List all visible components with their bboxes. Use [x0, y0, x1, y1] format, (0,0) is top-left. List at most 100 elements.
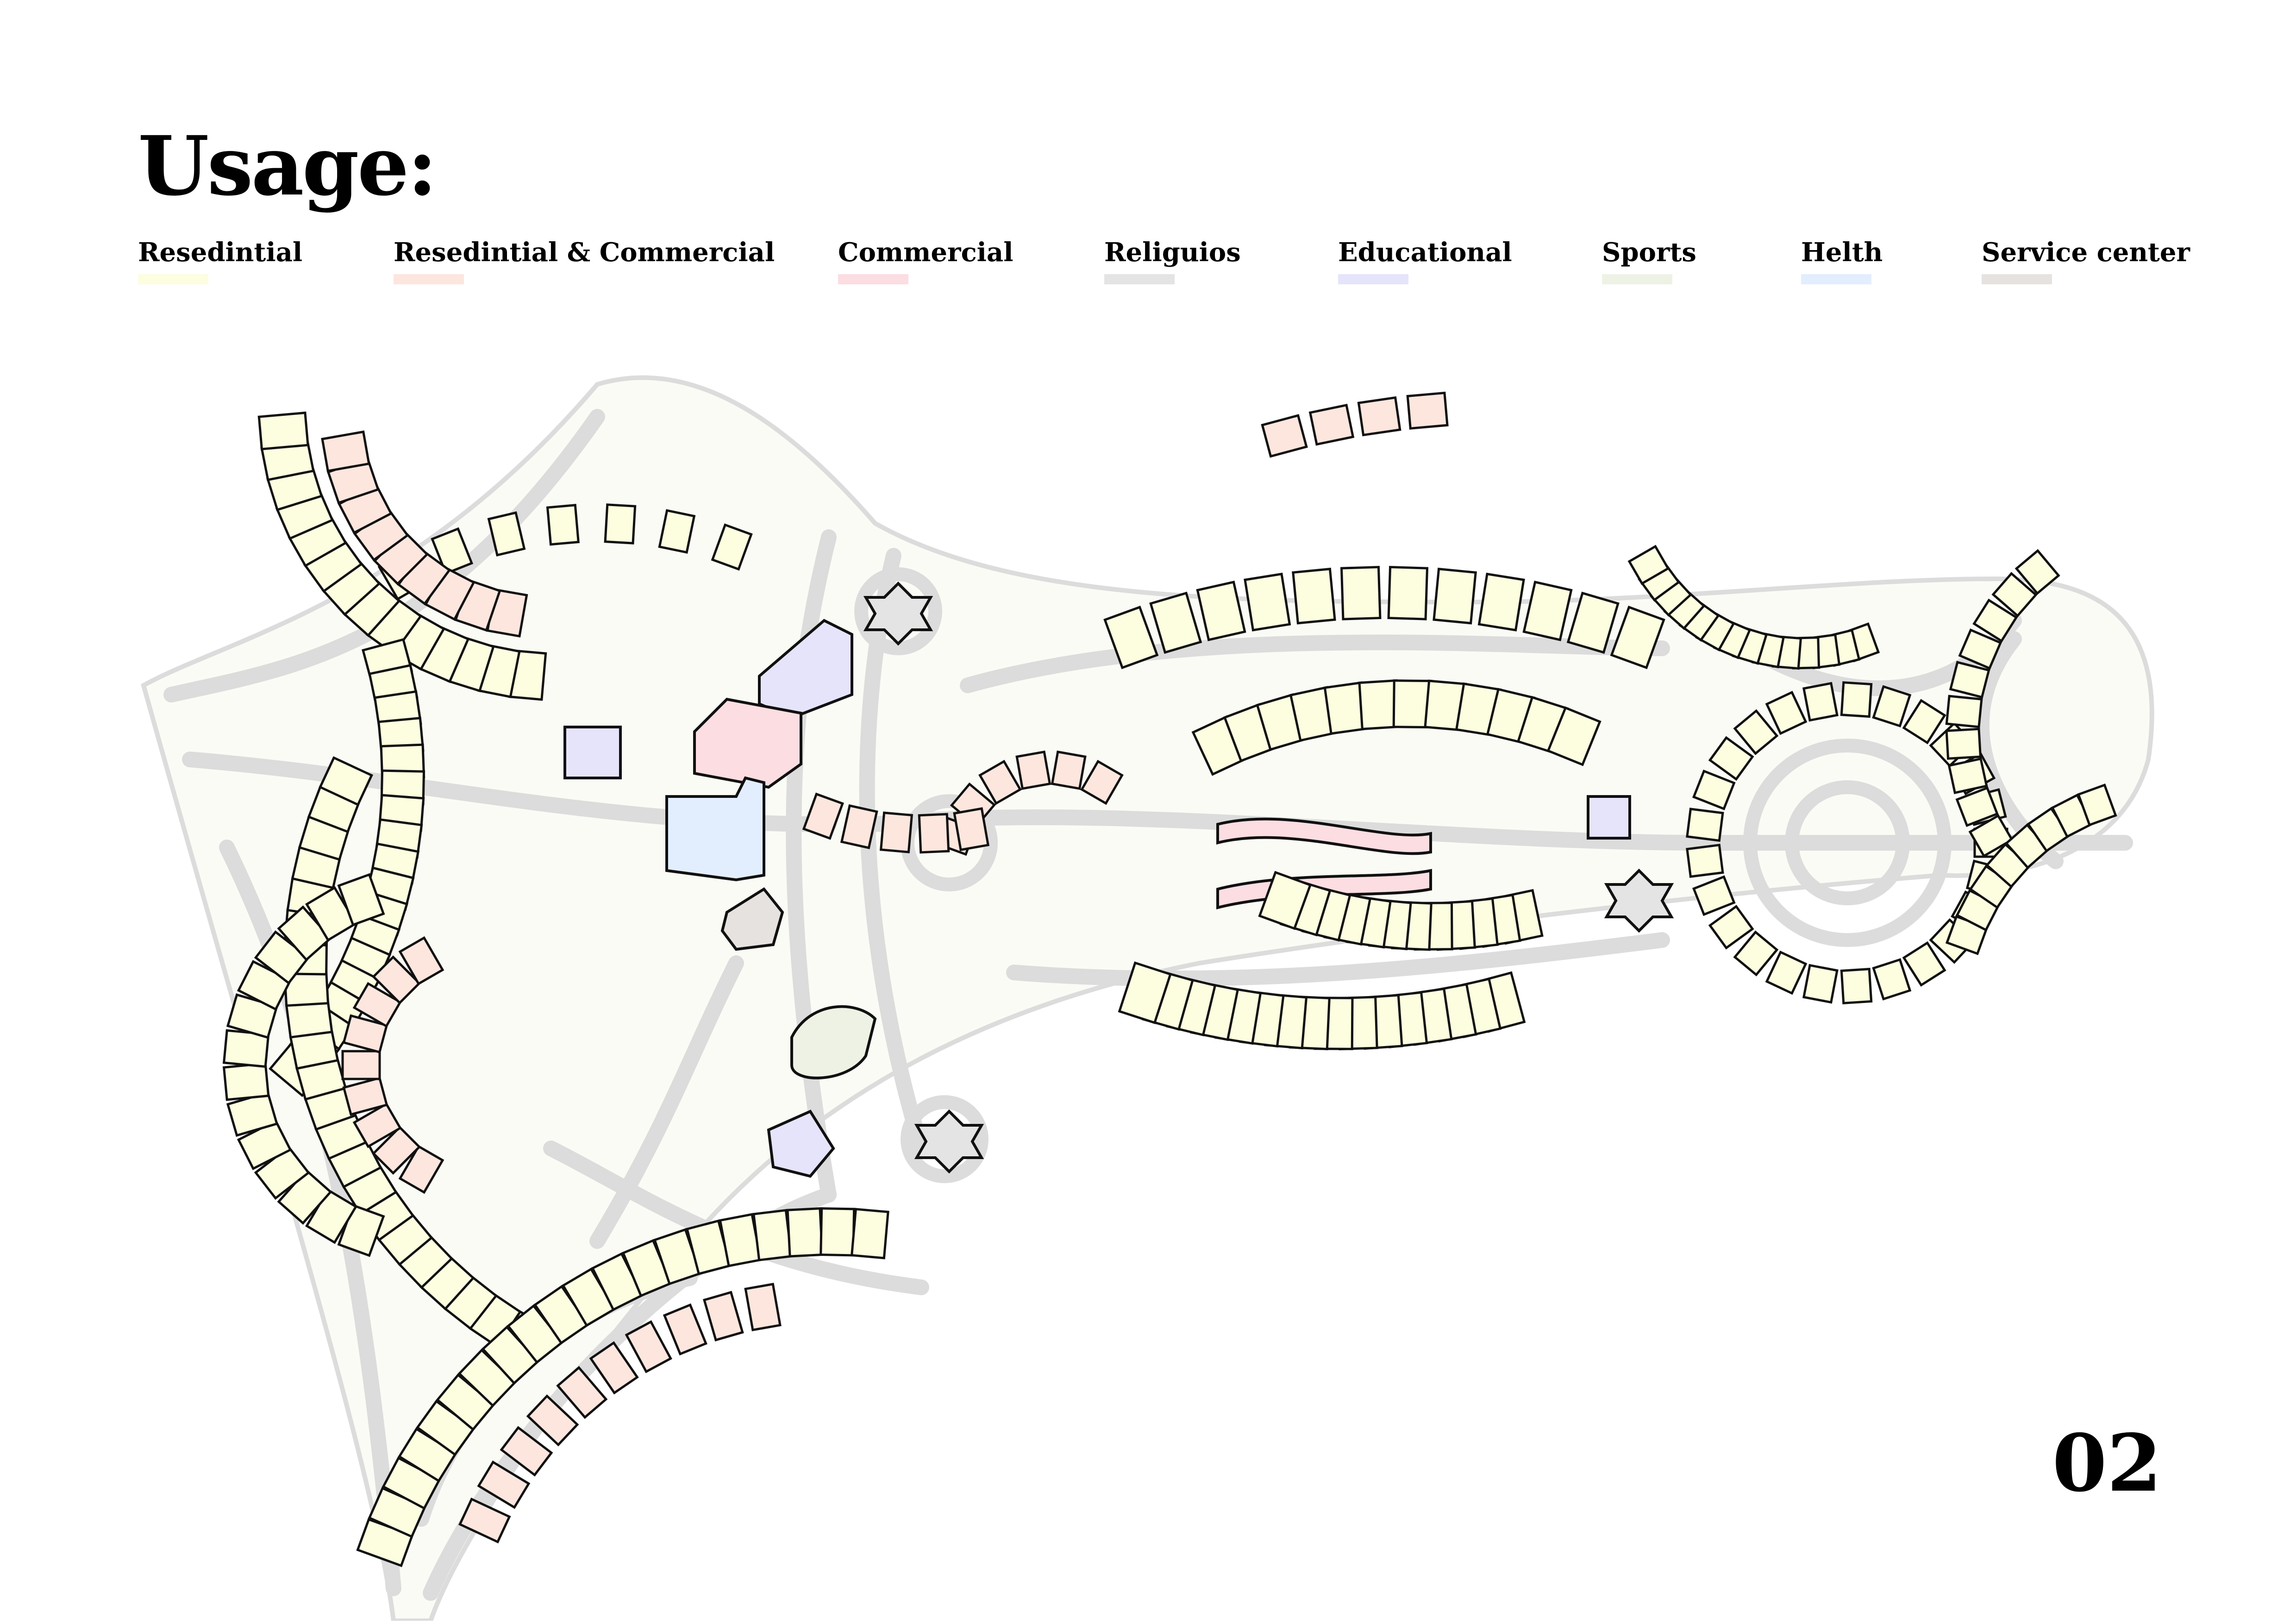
service-center-buildings: [720, 887, 784, 951]
building-block: [1610, 605, 1665, 670]
legend-item-health: Helth: [1801, 237, 1883, 284]
building-block: [1477, 572, 1525, 632]
building-block: [500, 1426, 553, 1477]
legend-label: Religuios: [1104, 237, 1241, 268]
building-block: [398, 936, 444, 985]
legend-label: Service center: [1982, 237, 2190, 268]
building-block: [625, 1320, 672, 1373]
building-block: [1840, 967, 1873, 1004]
building-block: [1387, 565, 1429, 621]
building-block: [1902, 699, 1946, 745]
building-block: [477, 1460, 531, 1509]
legend-label: Resedintial: [138, 237, 303, 268]
roundabouts: [854, 567, 1952, 1183]
service-center-swatch-icon: [1982, 274, 2052, 284]
site-plan-map: [141, 375, 2154, 1621]
building-block: [978, 759, 1022, 805]
health-swatch-icon: [1801, 274, 1871, 284]
building-block: [352, 1102, 402, 1148]
building-block: [1433, 567, 1477, 625]
building-block: [1945, 695, 1983, 728]
building-block: [1196, 580, 1246, 641]
building-block: [372, 1125, 421, 1175]
legend-label: Helth: [1801, 237, 1883, 268]
legend-item-religious: Religuios: [1104, 237, 1241, 284]
building-block: [1686, 843, 1724, 878]
land-use-legend: Resedintial Resedintial & Commercial Com…: [0, 237, 2296, 288]
building-block: [1244, 572, 1291, 632]
religious-buildings: [863, 581, 1674, 1174]
building-block: [1947, 757, 1988, 794]
building-block: [879, 811, 913, 853]
building-block: [1945, 727, 1982, 760]
building-block: [222, 1062, 270, 1101]
page-number: 02: [2052, 1417, 2162, 1510]
building-block: [342, 1014, 388, 1054]
building-block: [1566, 591, 1620, 654]
legend-label: Resedintial & Commercial: [394, 237, 775, 268]
building-block: [1103, 605, 1159, 670]
residential-swatch-icon: [138, 274, 208, 284]
building-block: [1051, 750, 1087, 790]
educational-buildings: [563, 619, 1631, 1178]
building-block: [1972, 598, 2018, 643]
building-block: [487, 511, 526, 557]
building-block: [1968, 814, 2014, 858]
residential-buildings: [222, 411, 2117, 1568]
sports-swatch-icon: [1602, 274, 1672, 284]
legend-item-commercial: Commercial: [838, 237, 1013, 284]
building-block: [546, 504, 580, 546]
building-block: [398, 1145, 444, 1194]
health-buildings: [665, 776, 765, 882]
building-block: [1357, 396, 1401, 437]
page-title: Usage:: [138, 118, 438, 214]
building-block: [431, 527, 474, 575]
building-block: [458, 1497, 511, 1544]
building-block: [2014, 549, 2060, 595]
legend-label: Sports: [1602, 237, 1696, 268]
building-block: [1733, 709, 1779, 755]
building-block: [1708, 736, 1754, 781]
legend-item-residential: Resedintial: [138, 237, 302, 284]
building-block: [1692, 875, 1736, 916]
building-block: [1802, 964, 1839, 1004]
building-block: [786, 1207, 824, 1258]
building-block: [1991, 571, 2038, 618]
building-block: [658, 509, 696, 554]
building-block: [953, 807, 990, 852]
legend-label: Commercial: [838, 237, 1013, 268]
building-block: [1902, 941, 1946, 987]
building-block: [1080, 759, 1124, 805]
building-block: [918, 813, 950, 854]
building-block: [342, 1076, 388, 1116]
building-block: [802, 792, 844, 840]
building-block: [840, 804, 878, 849]
legend-item-service-center: Service center: [1982, 237, 2190, 284]
building-block: [850, 1208, 889, 1260]
building-block: [1955, 786, 1999, 827]
building-block: [1949, 660, 1990, 699]
building-block: [1692, 769, 1736, 810]
building-block: [1802, 682, 1839, 722]
residential-commercial-swatch-icon: [394, 274, 464, 284]
building-block: [1765, 690, 1808, 735]
building-block: [321, 430, 370, 472]
building-block: [1733, 930, 1779, 977]
building-block: [820, 1207, 856, 1257]
building-block: [663, 1303, 707, 1356]
educational-swatch-icon: [1338, 274, 1408, 284]
building-block: [1872, 685, 1912, 727]
building-block: [1840, 681, 1873, 718]
building-block: [337, 873, 385, 927]
building-block: [589, 1341, 639, 1395]
building-block: [2077, 783, 2117, 827]
religious-swatch-icon: [1104, 274, 1175, 284]
legend-label: Educational: [1338, 237, 1512, 268]
building-block: [1308, 403, 1355, 446]
building-block: [711, 523, 753, 571]
building-block: [1708, 904, 1754, 950]
building-block: [744, 1283, 782, 1331]
legend-item-sports: Sports: [1602, 237, 1696, 284]
building-block: [1958, 628, 2002, 670]
building-block: [1261, 414, 1308, 458]
